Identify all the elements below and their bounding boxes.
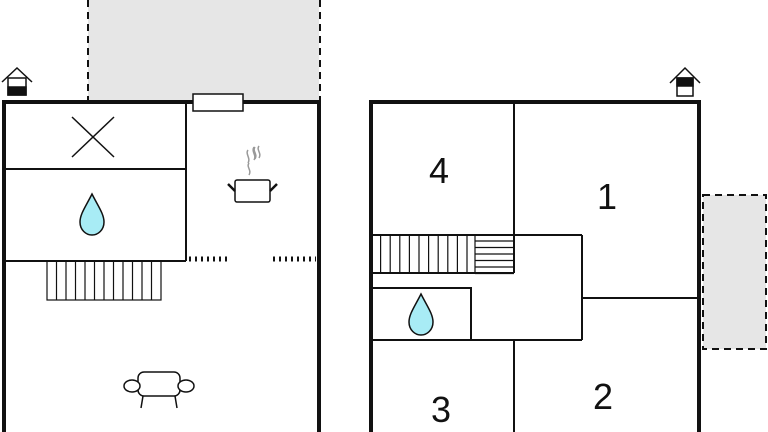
room-label: 4 xyxy=(429,150,449,191)
armchair-icon xyxy=(123,371,195,409)
terrace-area xyxy=(702,194,767,350)
water-drop-icon xyxy=(408,292,434,336)
stairs-icon xyxy=(46,260,162,301)
ground-floor xyxy=(2,93,321,432)
room-label: 1 xyxy=(597,176,617,217)
terrace-area xyxy=(88,0,319,100)
stairs-icon xyxy=(380,235,514,275)
bed-x-icon xyxy=(71,116,115,158)
room-label: 3 xyxy=(431,389,451,430)
entrance-icon xyxy=(669,66,701,97)
room-label: 2 xyxy=(593,376,613,417)
upper-floor: 1 2 3 4 xyxy=(369,100,701,432)
water-drop-icon xyxy=(79,192,105,236)
entrance-icon xyxy=(1,66,33,96)
window-icon xyxy=(192,93,244,112)
cooking-pot-icon xyxy=(227,145,278,203)
